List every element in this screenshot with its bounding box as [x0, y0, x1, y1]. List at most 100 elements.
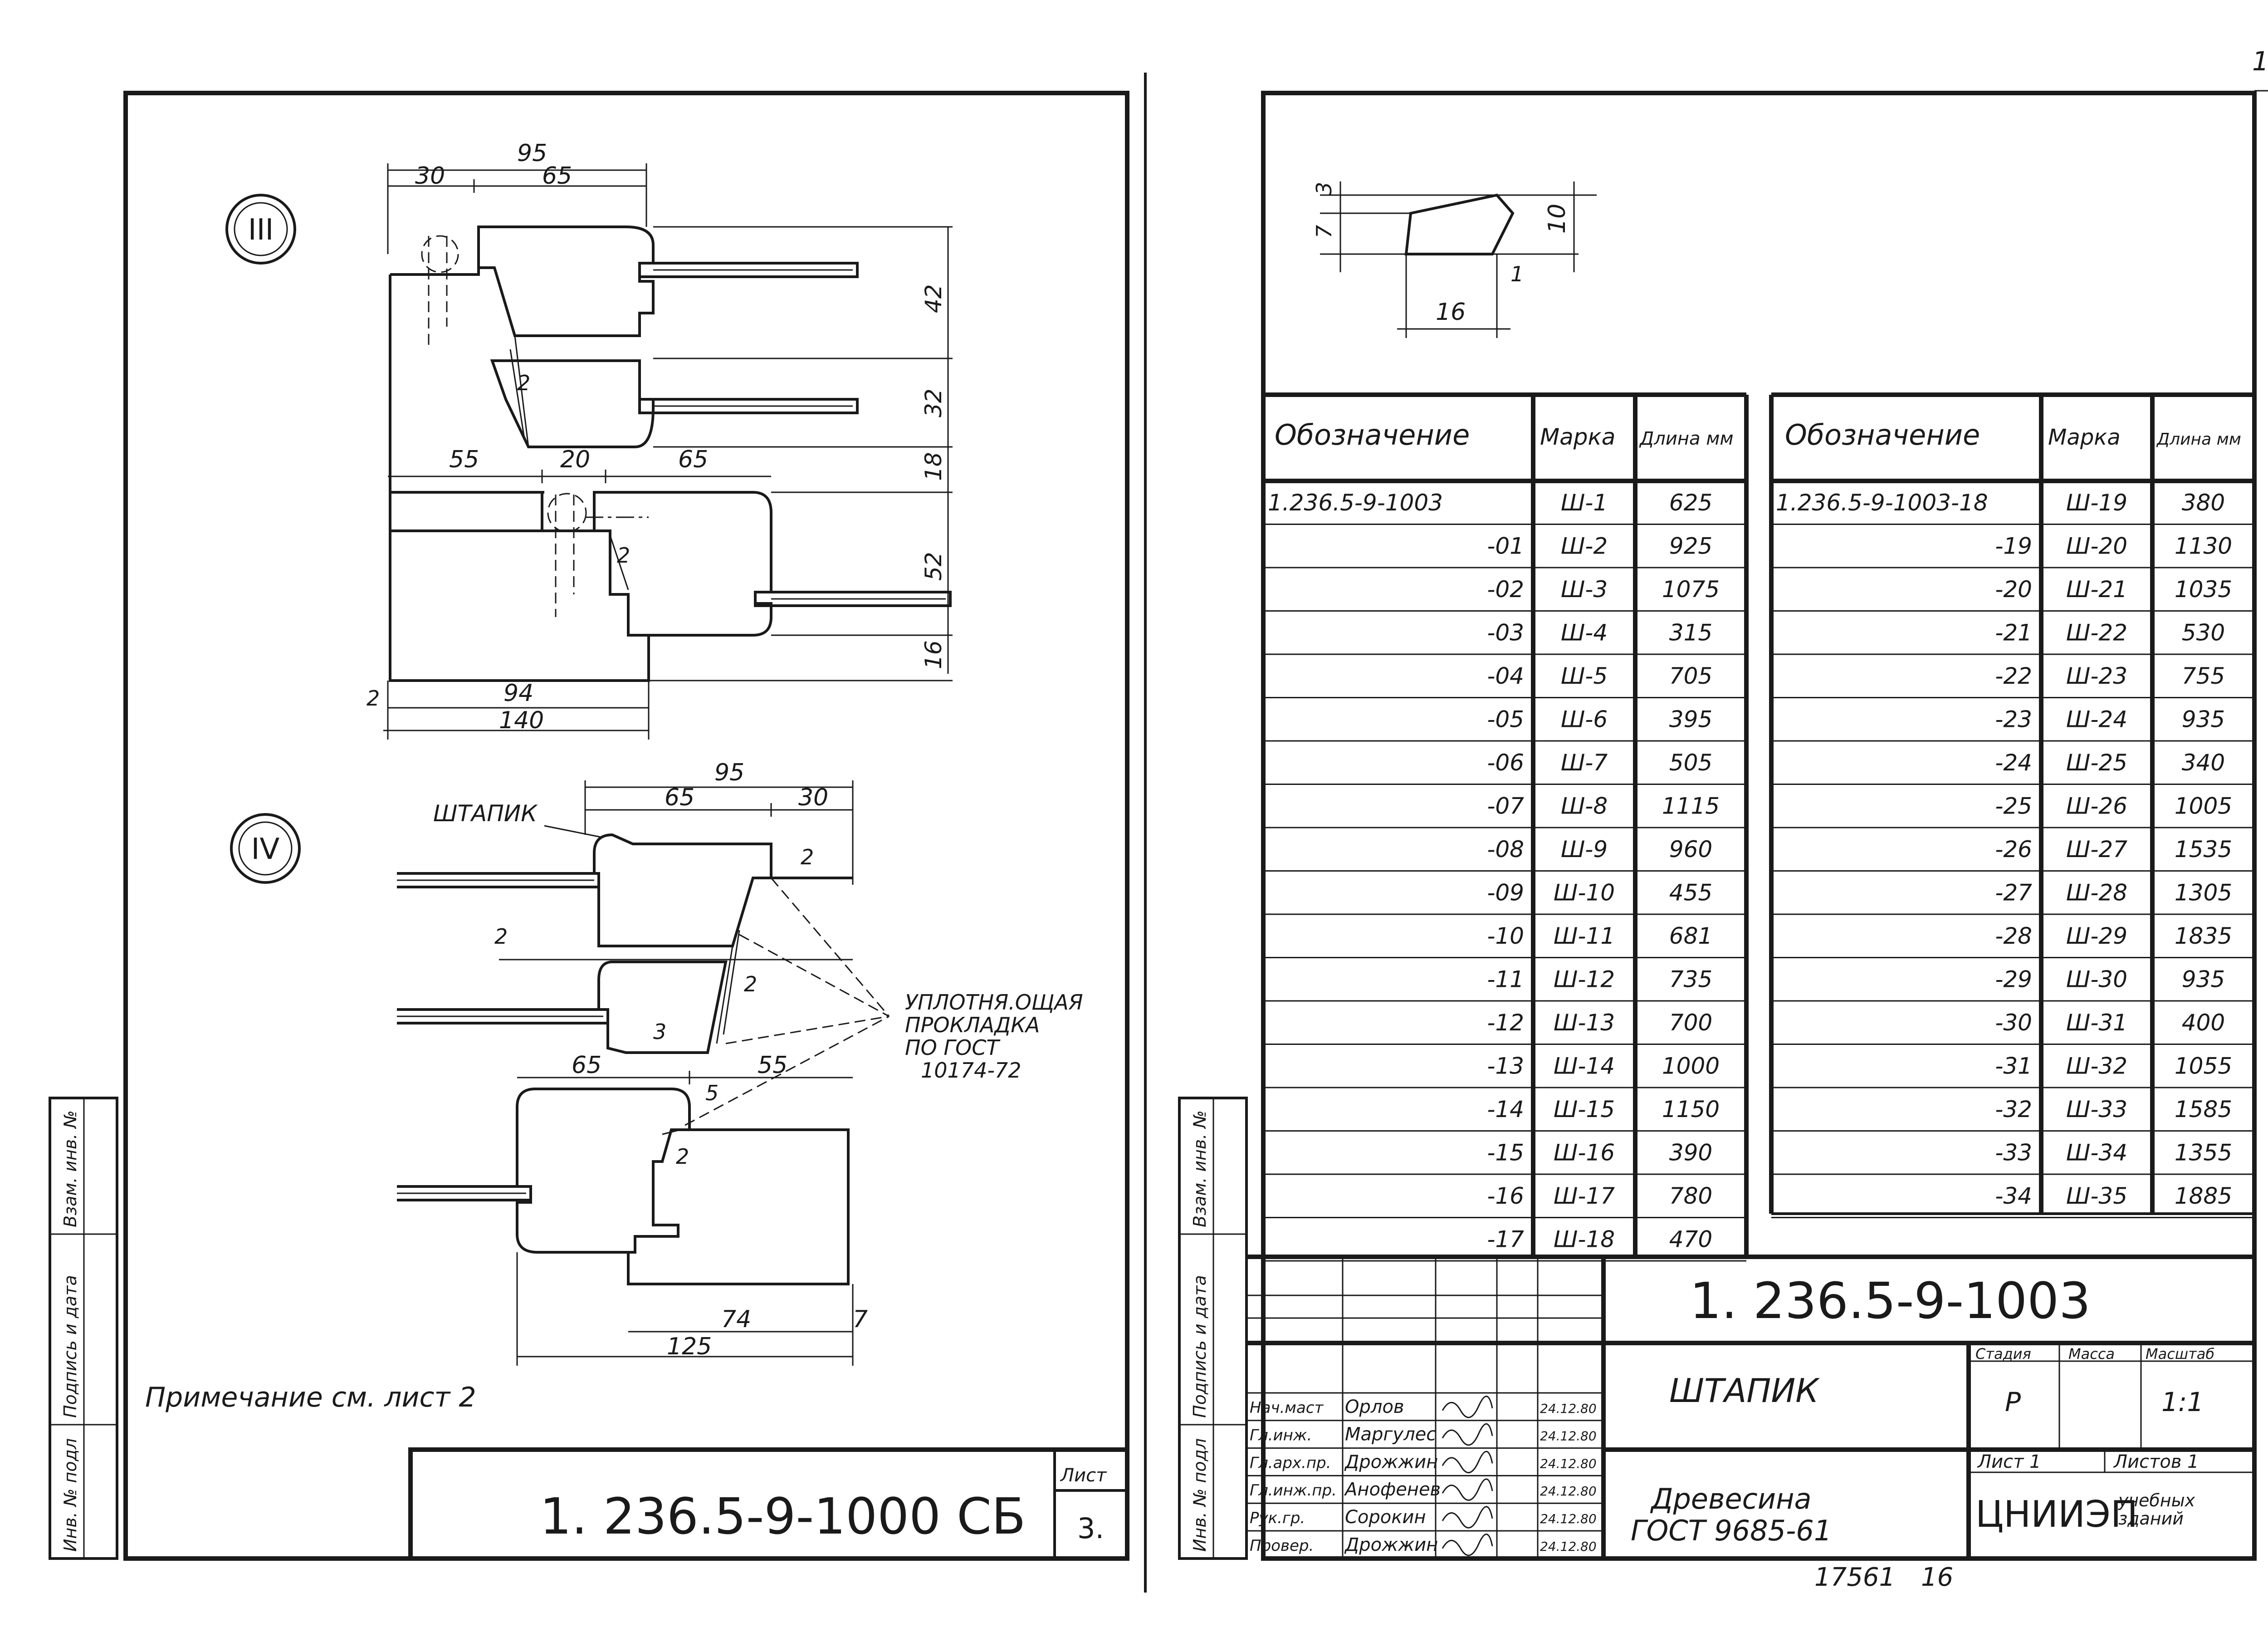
signature-name: Маргулес: [1345, 1424, 1436, 1445]
table-right-cell-mark: Ш-33: [2066, 1096, 2127, 1122]
table-left-cell-length: 1075: [1662, 576, 1720, 603]
table-right-cell-designation: -21: [1995, 619, 2032, 646]
table-left-cell-mark: Ш-17: [1554, 1183, 1615, 1209]
table-right-cell-length: 340: [2182, 750, 2225, 776]
table-right-cell-designation: 1.236.5-9-1003-18: [1776, 490, 1988, 516]
table-left-cell-length: 705: [1669, 663, 1712, 689]
stage-header: Стадия: [1975, 1345, 2031, 1363]
table-left-cell-designation: -11: [1487, 966, 1524, 992]
signature-role: Провер.: [1250, 1537, 1314, 1555]
svg-text:10: 10: [1544, 204, 1571, 234]
table-left-cell-designation: 1.236.5-9-1003: [1268, 490, 1443, 516]
table-right-cell-designation: -22: [1995, 663, 2032, 689]
table-right-cell-designation: -20: [1995, 576, 2032, 603]
left-sheet-number: 3.: [1077, 1512, 1104, 1545]
table-left-cell-mark: Ш-12: [1554, 966, 1615, 992]
signature-mark: [1442, 1534, 1493, 1556]
table-left-cell-mark: Ш-5: [1561, 663, 1608, 689]
table-right-cell-length: 755: [2182, 663, 2225, 689]
left-note: Примечание см. лист 2: [145, 1382, 476, 1413]
table-left-cell-length: 505: [1669, 750, 1712, 776]
table-right-cell-designation: -23: [1995, 706, 2032, 732]
table-right-header-designation: Обозначение: [1785, 418, 1980, 451]
table-right-cell-length: 1035: [2175, 576, 2232, 603]
table-left-cell-mark: Ш-10: [1554, 879, 1615, 906]
table-left-cell-length: 390: [1669, 1139, 1712, 1166]
svg-text:65: 65: [678, 446, 708, 473]
section-iv: IV 95 65 30 ШТАПИК: [230, 759, 1083, 1366]
svg-text:95: 95: [517, 140, 547, 167]
table-right-header-length: Длина мм: [2156, 430, 2241, 449]
table-left-cell-mark: Ш-4: [1561, 619, 1608, 646]
table-right-cell-length: 1835: [2175, 923, 2232, 949]
table-left-header-mark: Марка: [1540, 424, 1615, 450]
signature-role: Нач.маст: [1250, 1399, 1324, 1417]
table-right-cell-length: 1355: [2175, 1139, 2232, 1166]
table-left-cell-mark: Ш-2: [1561, 533, 1608, 559]
table-right-cell-mark: Ш-19: [2066, 490, 2127, 516]
svg-text:32: 32: [920, 388, 947, 417]
table-right-cell-designation: -31: [1995, 1053, 2032, 1079]
table-left-cell-designation: -10: [1487, 923, 1524, 949]
table-left-cell-mark: Ш-15: [1554, 1096, 1615, 1122]
svg-text:42: 42: [920, 284, 947, 313]
right-sheet: Инв. № подл Подпись и дата Взам. инв. № …: [1178, 90, 2268, 1592]
table-right-cell-designation: -19: [1995, 533, 2032, 559]
svg-text:3: 3: [653, 1020, 666, 1044]
table-left-cell-length: 1150: [1662, 1096, 1720, 1122]
table-right-cell-length: 380: [2182, 490, 2225, 516]
sheet-value: Лист 1: [1977, 1451, 2041, 1472]
sheets-value: Листов 1: [2113, 1451, 2199, 1472]
table-right-cell-mark: Ш-25: [2066, 750, 2127, 776]
svg-text:74: 74: [721, 1306, 751, 1333]
signature-role: Рук.гр.: [1250, 1509, 1305, 1527]
svg-text:95: 95: [714, 759, 744, 786]
left-stamp-replace: Взам. инв. №: [60, 1110, 80, 1227]
signature-date: 24.12.80: [1540, 1539, 1597, 1554]
right-side-stamp: Инв. № подл Подпись и дата Взам. инв. №: [1178, 1097, 1248, 1560]
signature-role: Гл.инж.: [1250, 1426, 1312, 1445]
table-right-cell-length: 530: [2182, 619, 2225, 646]
table-right-cell-designation: -30: [1995, 1010, 2032, 1036]
signature-mark: [1442, 1506, 1493, 1529]
left-stamp-inv: Инв. № подл: [60, 1438, 80, 1552]
scale-header: Масштаб: [2146, 1345, 2214, 1363]
table-right-cell-length: 1885: [2175, 1183, 2232, 1209]
table-left-cell-length: 735: [1669, 966, 1712, 992]
svg-text:Подпись и дата: Подпись и дата: [1190, 1275, 1210, 1418]
org-name: ЦНИИЭП: [1975, 1493, 2138, 1535]
table-left-cell-designation: -02: [1487, 576, 1524, 603]
table-left-cell-length: 1000: [1662, 1053, 1720, 1079]
svg-text:7: 7: [1312, 225, 1336, 238]
table-right-cell-mark: Ш-20: [2066, 533, 2127, 559]
section-iv-label: IV: [251, 833, 280, 866]
table-left-cell-mark: Ш-9: [1561, 836, 1608, 863]
signature-date: 24.12.80: [1540, 1429, 1597, 1444]
svg-text:20: 20: [560, 446, 590, 473]
svg-text:16: 16: [1436, 299, 1466, 326]
table-left-cell-length: 315: [1669, 619, 1712, 646]
table-right-cell-mark: Ш-24: [2066, 706, 2127, 732]
signature-mark: [1442, 1451, 1493, 1474]
svg-text:65: 65: [665, 784, 694, 811]
shtapik-label: ШТАПИК: [433, 800, 538, 827]
table-right-cell-mark: Ш-35: [2066, 1183, 2127, 1209]
table-right-cell-length: 935: [2182, 966, 2225, 992]
spec-table: Обозначение Марка Длина мм Обозначение М…: [1263, 392, 2254, 1262]
table-right-cell-designation: -27: [1995, 879, 2032, 906]
archive-page: 16: [1921, 1563, 1953, 1592]
svg-text:55: 55: [449, 446, 479, 473]
table-left-cell-length: 925: [1669, 533, 1712, 559]
scale-value: 1:1: [2161, 1387, 2204, 1417]
svg-text:7: 7: [853, 1306, 868, 1333]
table-right-cell-designation: -33: [1995, 1139, 2032, 1166]
table-left-cell-length: 681: [1669, 923, 1712, 949]
svg-text:30: 30: [798, 784, 828, 811]
mass-header: Масса: [2068, 1345, 2115, 1363]
table-right-cell-length: 1005: [2175, 793, 2232, 819]
table-right-cell-designation: -25: [1995, 793, 2032, 819]
org-sub-1: учебных: [2118, 1490, 2195, 1510]
table-right-cell-mark: Ш-28: [2066, 879, 2127, 906]
table-left-cell-mark: Ш-14: [1554, 1053, 1615, 1079]
